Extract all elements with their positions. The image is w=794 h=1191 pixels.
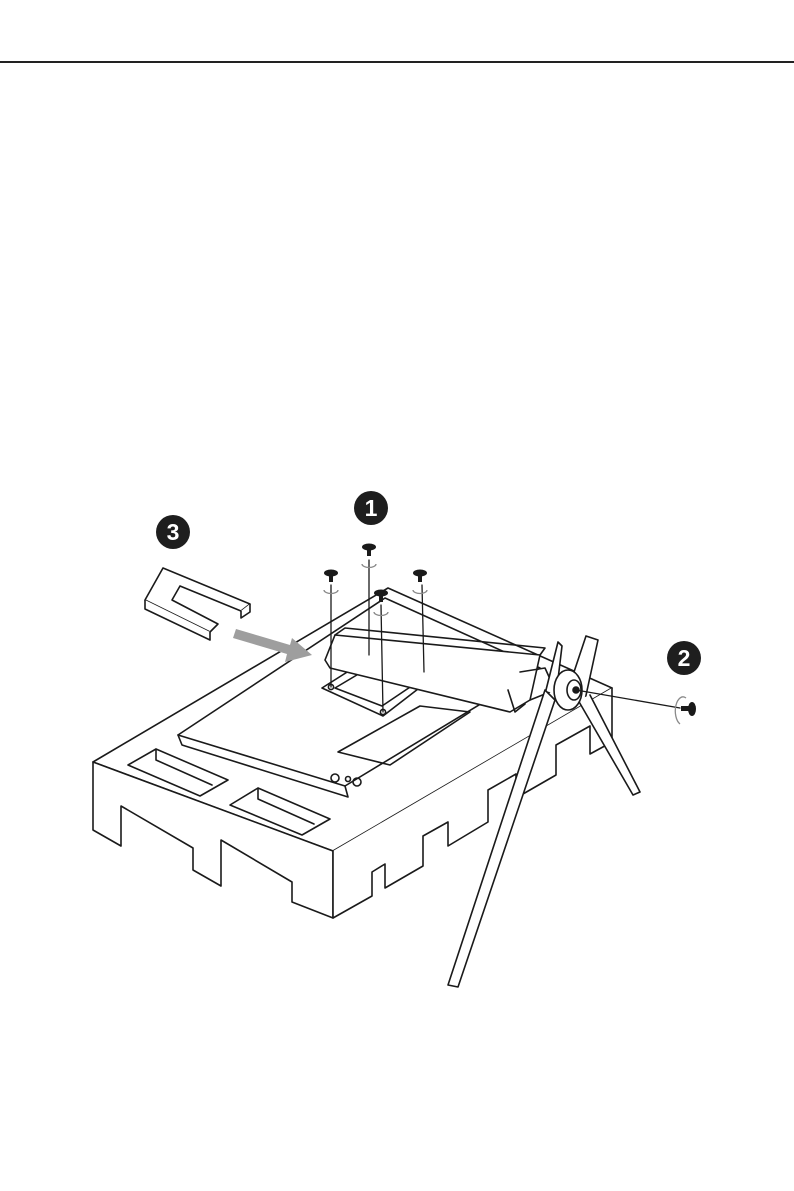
screw-icon (413, 570, 427, 583)
step-2-badge: 2 (667, 641, 701, 675)
screw-icon (362, 544, 376, 557)
step-3-badge: 3 (156, 515, 190, 549)
screw-icon (681, 702, 696, 716)
screw-icon (324, 570, 338, 583)
rotate-arrow-icon (413, 590, 427, 594)
step-1-badge: 1 (354, 491, 388, 525)
base-cover-part (145, 568, 250, 640)
